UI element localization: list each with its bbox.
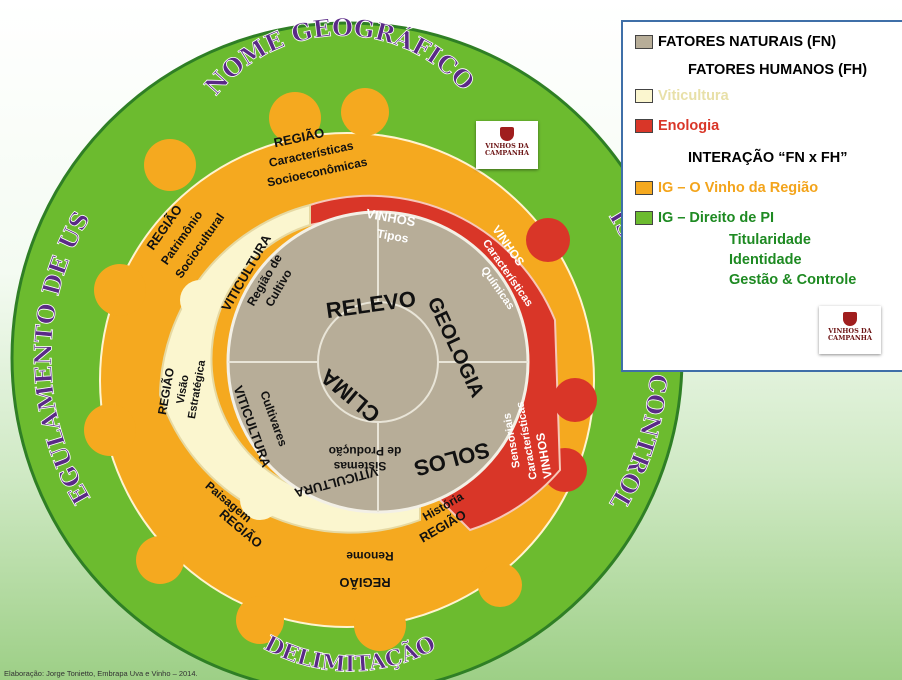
logo-vinhos-da-campanha-diagram: VINHOS DA CAMPANHA (476, 121, 538, 169)
swatch-viticultura (635, 89, 653, 103)
legend-fn-label: FATORES NATURAIS (FN) (658, 34, 837, 50)
legend-interacao-label: INTERAÇÃO “FN x FH” (688, 150, 848, 166)
legend-ig2-identidade: Identidade (729, 252, 802, 268)
logo-line2: CAMPANHA (485, 149, 529, 157)
wine-glass-icon (500, 127, 514, 141)
swatch-fn (635, 35, 653, 49)
legend-ig2-label: IG – Direito de PI (658, 210, 775, 226)
vit-sistemas-sub1: Sistemas (333, 459, 386, 473)
legend-fh-label: FATORES HUMANOS (FH) (688, 62, 868, 78)
regiao-visao-sub1: Visão (175, 374, 192, 405)
regiao-renome-sub: Renome (346, 549, 394, 563)
legend-row-eno: Enologia (635, 118, 719, 134)
legend-row-ig2: IG – Direito de PI (635, 210, 774, 226)
legend-ig2-titularidade: Titularidade (729, 232, 811, 248)
swatch-ig-pi (635, 211, 653, 225)
legend-eno-label: Enologia (658, 118, 720, 134)
legend-ig1-label: IG – O Vinho da Região (658, 180, 819, 196)
legend-vit-label: Viticultura (658, 88, 729, 104)
viticultura-ring (158, 203, 421, 534)
swatch-ig-vinho (635, 181, 653, 195)
logo-line2: CAMPANHA (828, 334, 872, 342)
wine-glass-icon (843, 312, 857, 326)
logo-vinhos-da-campanha-legend: VINHOS DA CAMPANHA (819, 306, 881, 354)
vit-sistemas-sub2: de Produção (329, 444, 402, 458)
legend-ig2-gestao: Gestão & Controle (729, 272, 857, 288)
legend-row-vit: Viticultura (635, 88, 729, 104)
swatch-enologia (635, 119, 653, 133)
legend-row-interacao: INTERAÇÃO “FN x FH” (688, 150, 848, 166)
legend-row-ig1: IG – O Vinho da Região (635, 180, 818, 196)
legend-row-fh: FATORES HUMANOS (FH) (688, 62, 867, 78)
regiao-renome-title: REGIÃO (339, 575, 390, 590)
logo-line1: VINHOS DA (485, 142, 529, 150)
legend-panel: FATORES NATURAIS (FN) FATORES HUMANOS (F… (621, 20, 902, 372)
legend-row-fn: FATORES NATURAIS (FN) (635, 34, 836, 50)
credit-text: Elaboração: Jorge Tonietto, Embrapa Uva … (4, 669, 198, 678)
logo-line1: VINHOS DA (828, 327, 872, 335)
eno-tipos-sub: Tipos (376, 226, 410, 245)
